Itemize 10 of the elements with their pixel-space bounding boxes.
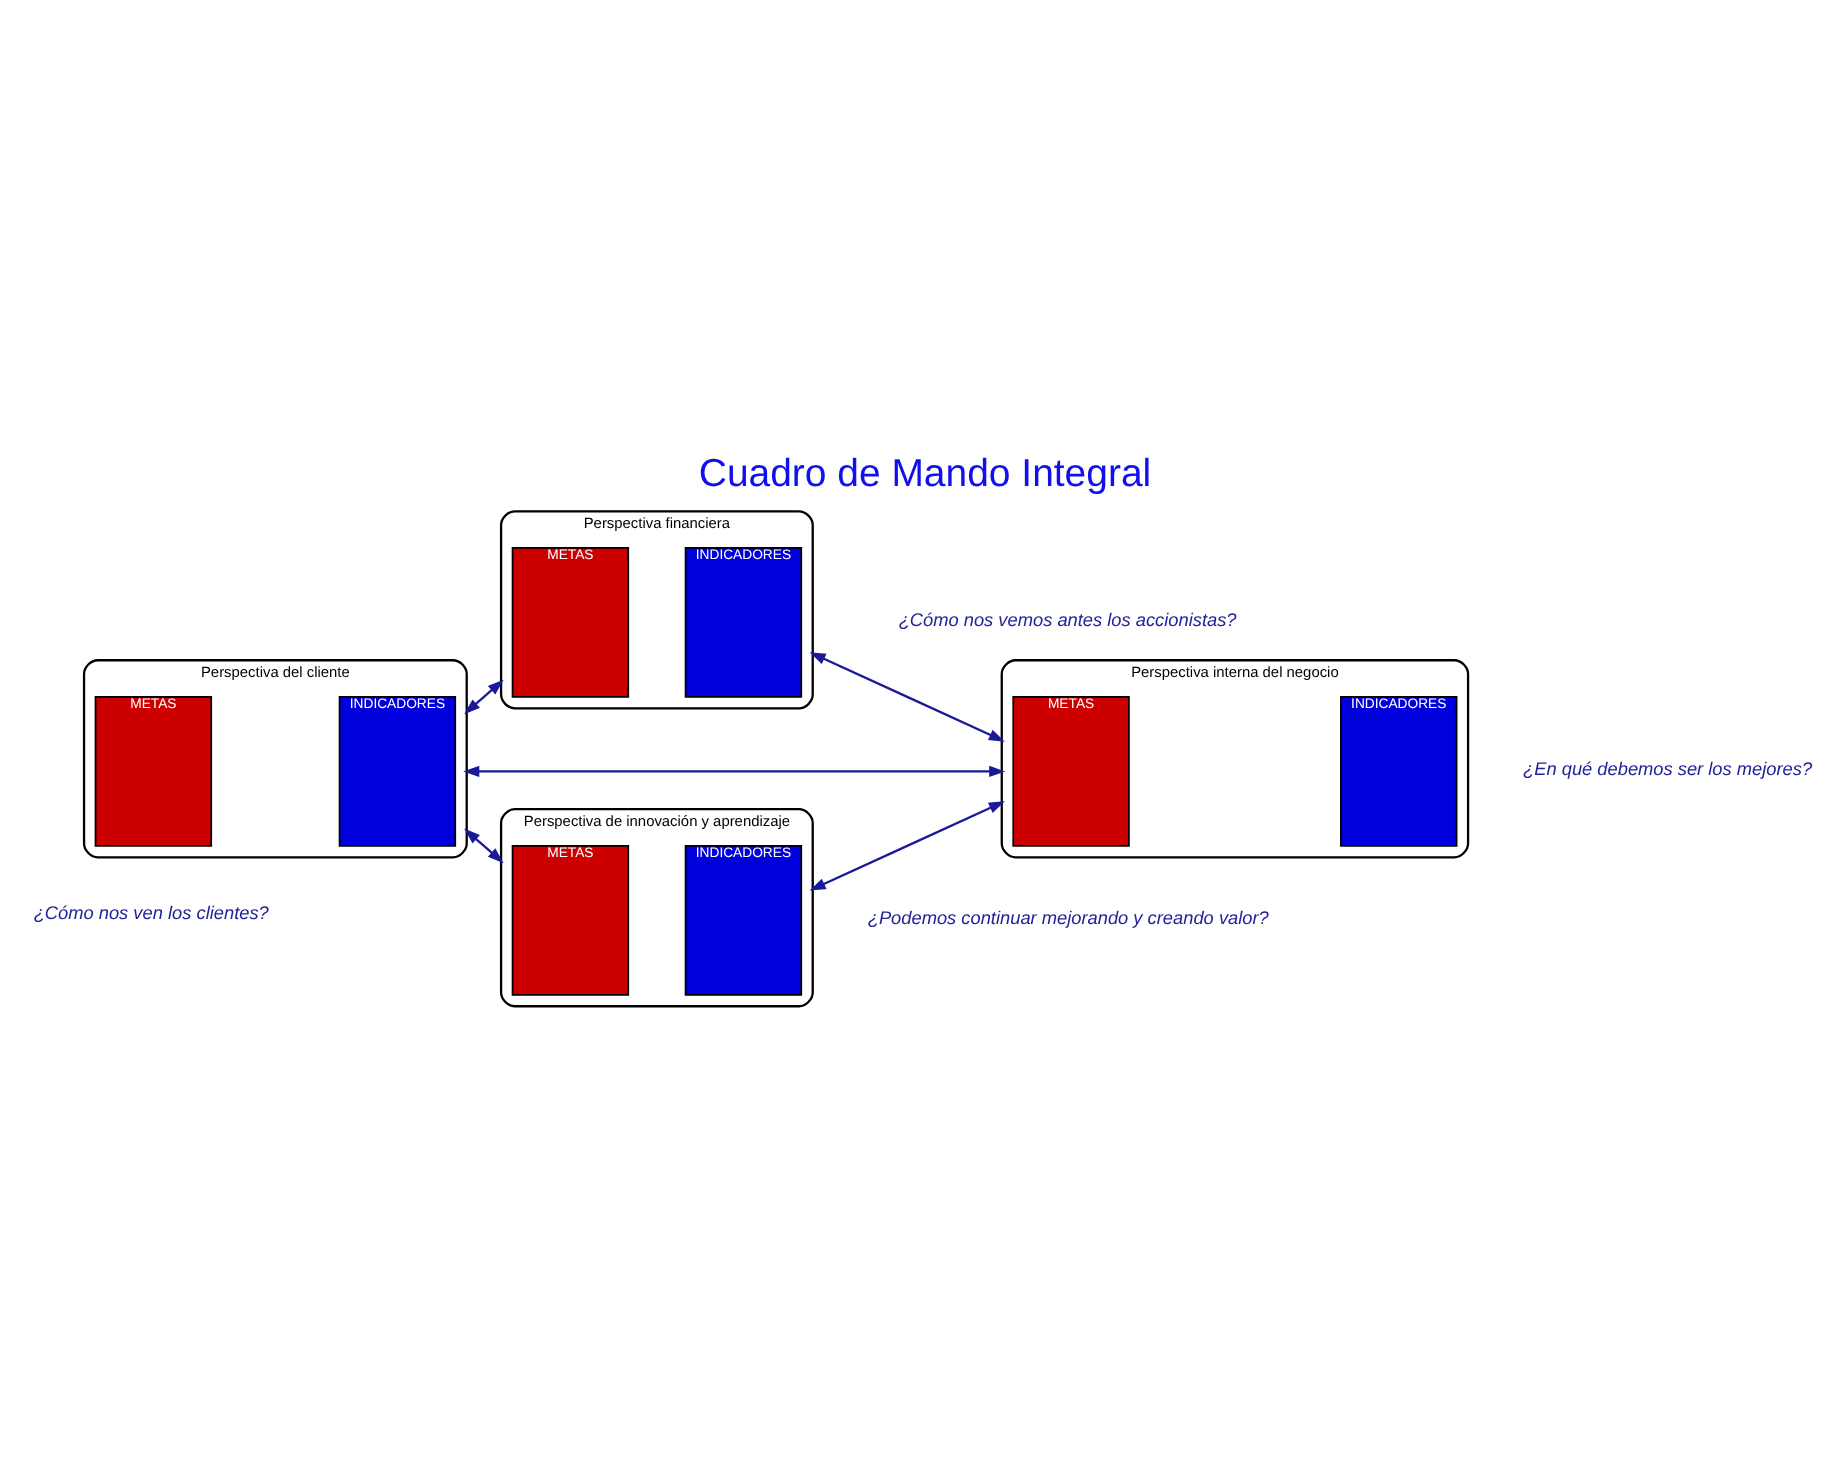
label: ¿Cómo nos ven los clientes? [32,902,268,923]
label: ¿Cómo nos vemos antes los accionistas? [897,609,1236,630]
label: ¿Podemos continuar mejorando y creando valor? [866,907,1268,928]
arrow [463,679,503,715]
arrow [808,652,1004,742]
label: ¿En qué debemos ser los mejores? [1522,758,1812,779]
arrow [463,828,503,864]
diagram-title: Cuadro de Mando Integral [697,452,1151,497]
arrow [808,801,1004,891]
arrow [462,765,1005,777]
